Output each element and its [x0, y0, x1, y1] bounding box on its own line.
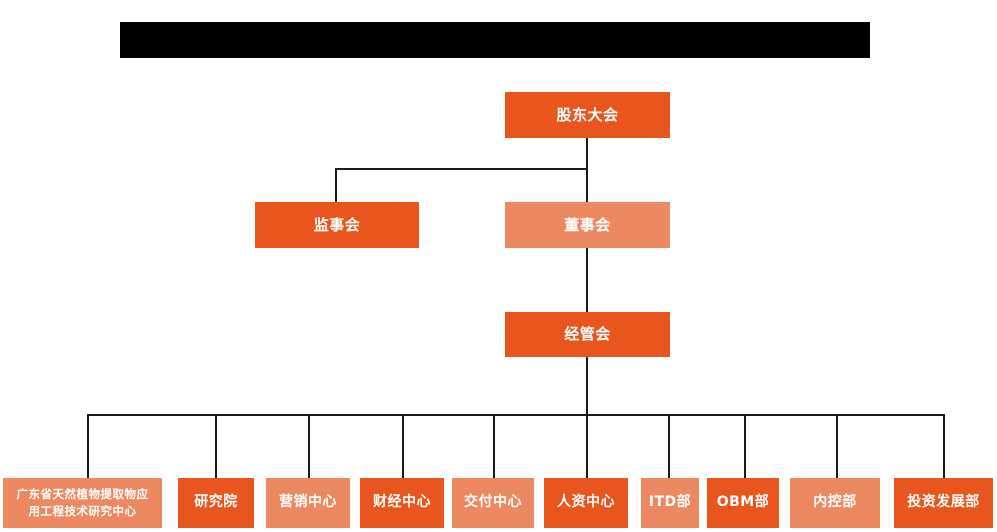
node-internal-control-department-label: 内控部	[813, 494, 857, 511]
connector-drop-investment	[943, 414, 945, 478]
node-marketing-center[interactable]: 营销中心	[266, 478, 350, 528]
node-itd-department[interactable]: ITD部	[641, 478, 699, 528]
connector-drop-marketing	[308, 414, 310, 478]
connector-departments-bus	[87, 414, 944, 416]
connector-drop-internal-control	[836, 414, 838, 478]
node-finance-center[interactable]: 财经中心	[360, 478, 444, 528]
connector-management-down	[586, 357, 588, 415]
node-delivery-center-label: 交付中心	[464, 494, 522, 511]
connector-drop-obm	[744, 414, 746, 478]
node-itd-department-label: ITD部	[648, 494, 692, 511]
node-shareholders-meeting[interactable]: 股东大会	[505, 92, 670, 138]
node-board-of-supervisors-label: 监事会	[313, 215, 361, 234]
node-board-of-directors[interactable]: 董事会	[505, 202, 670, 248]
connector-supervisors-down	[335, 168, 337, 202]
node-guangdong-research-center[interactable]: 广东省天然植物提取物应 用工程技术研究中心	[3, 478, 162, 528]
node-marketing-center-label: 营销中心	[279, 494, 337, 511]
node-obm-department-label: OBM部	[716, 494, 770, 511]
connector-drop-finance	[402, 414, 404, 478]
node-management-committee[interactable]: 经管会	[505, 312, 670, 357]
connector-shareholders-down	[586, 138, 588, 169]
node-obm-department[interactable]: OBM部	[707, 478, 779, 528]
connector-directors-to-management	[586, 248, 588, 312]
node-research-institute-label: 研究院	[194, 494, 238, 511]
connector-drop-hr	[586, 414, 588, 478]
connector-directors-down	[586, 168, 588, 202]
node-management-committee-label: 经管会	[564, 325, 611, 344]
connector-level2-horizontal	[335, 168, 588, 170]
node-board-of-directors-label: 董事会	[564, 215, 611, 234]
node-hr-center[interactable]: 人资中心	[544, 478, 628, 528]
node-delivery-center[interactable]: 交付中心	[452, 478, 534, 528]
connector-drop-itd	[668, 414, 670, 478]
connector-drop-research	[215, 414, 217, 478]
node-guangdong-research-center-label: 广东省天然植物提取物应 用工程技术研究中心	[16, 487, 149, 518]
node-hr-center-label: 人资中心	[557, 494, 615, 511]
node-research-institute[interactable]: 研究院	[178, 478, 254, 528]
redacted-title-bar	[120, 22, 870, 58]
connector-drop-gd-center	[87, 414, 89, 478]
node-investment-development-department[interactable]: 投资发展部	[894, 478, 993, 528]
node-internal-control-department[interactable]: 内控部	[790, 478, 880, 528]
node-board-of-supervisors[interactable]: 监事会	[255, 202, 419, 248]
connector-drop-delivery	[493, 414, 495, 478]
node-finance-center-label: 财经中心	[373, 494, 431, 511]
node-investment-development-department-label: 投资发展部	[907, 494, 980, 511]
node-shareholders-meeting-label: 股东大会	[556, 105, 619, 124]
